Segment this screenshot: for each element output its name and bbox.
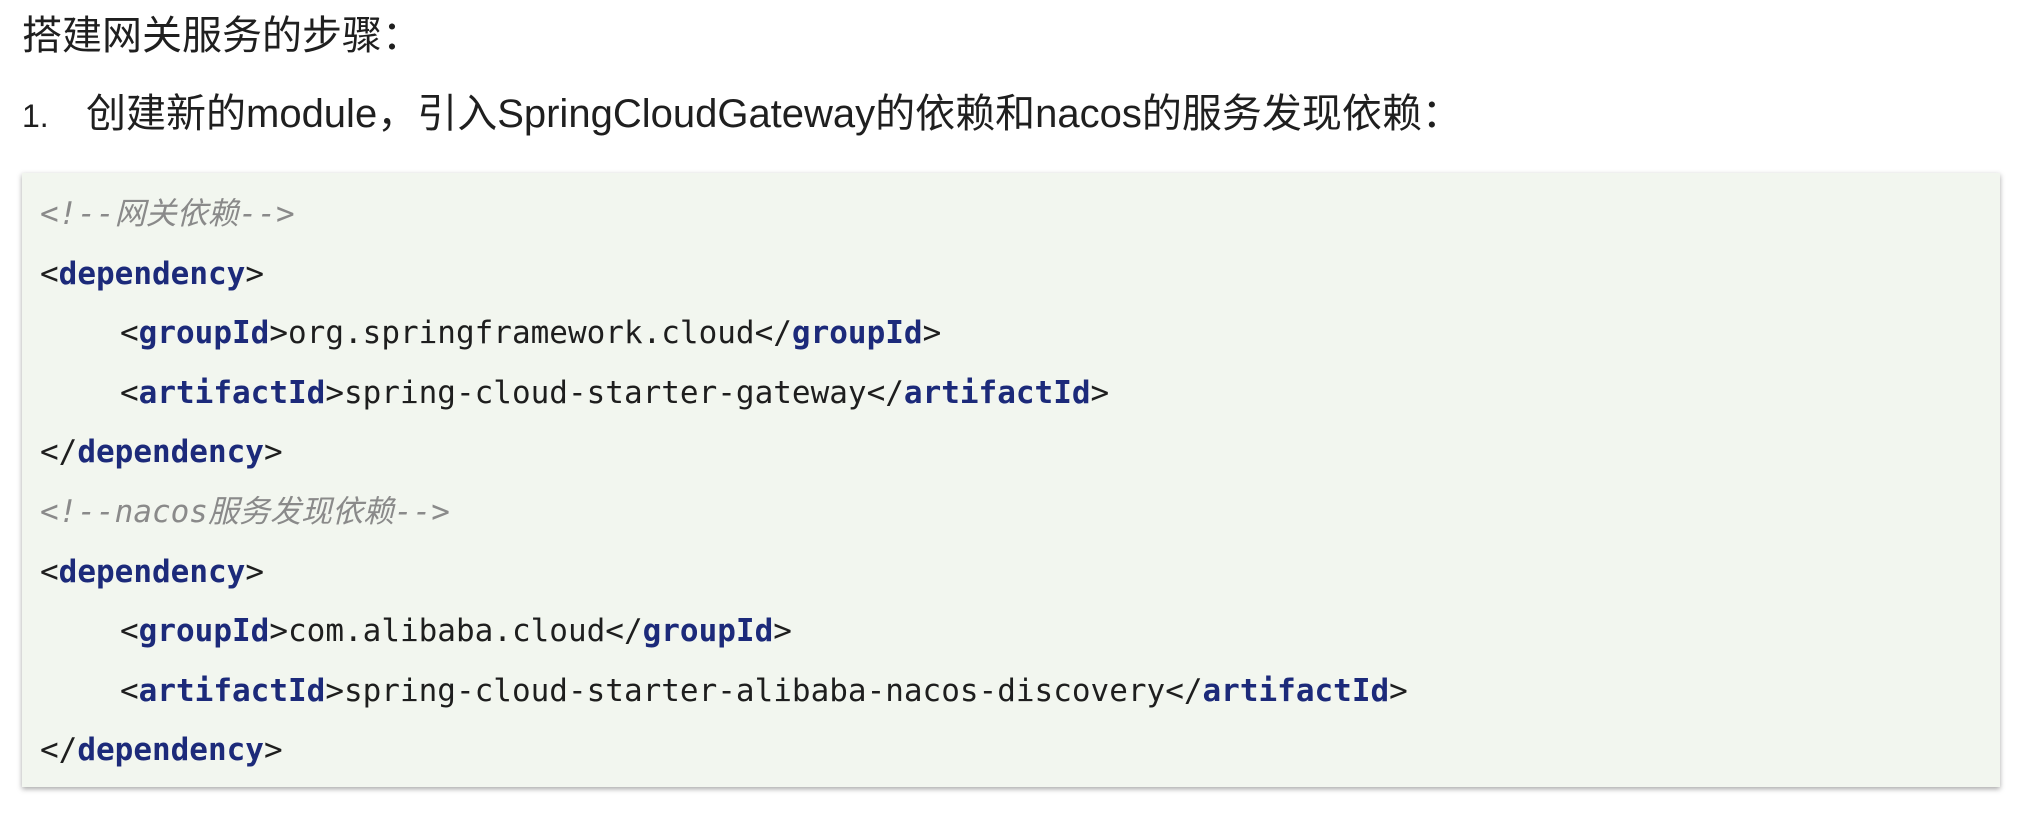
tag-value: org.springframework.cloud xyxy=(288,315,755,352)
code-line-groupid: <groupId>com.alibaba.cloud</groupId> xyxy=(40,602,2000,662)
tag-bracket: > xyxy=(245,255,264,292)
tag-bracket: > xyxy=(269,613,288,650)
step-number: 1. xyxy=(22,98,49,134)
tag-bracket: </ xyxy=(754,315,792,352)
tag-name: dependency xyxy=(77,434,264,471)
code-comment: <!--nacos服务发现依赖--> xyxy=(40,493,450,530)
tag-bracket: < xyxy=(40,255,59,292)
tag-bracket: </ xyxy=(605,613,643,650)
tag-bracket: </ xyxy=(40,732,78,769)
tag-bracket: > xyxy=(1090,374,1110,411)
tag-name: groupId xyxy=(642,613,774,650)
tag-name: artifactId xyxy=(903,374,1091,411)
tag-bracket: > xyxy=(325,672,344,709)
tag-value: spring-cloud-starter-alibaba-nacos-disco… xyxy=(343,672,1166,709)
code-line-comment-nacos: <!--nacos服务发现依赖--> xyxy=(40,483,2000,543)
code-line-comment-gateway: <!--网关依赖--> xyxy=(40,185,2000,245)
tag-bracket: < xyxy=(120,374,139,411)
tag-name: dependency xyxy=(58,553,246,590)
code-comment: <!--网关依赖--> xyxy=(40,196,295,232)
tag-bracket: < xyxy=(120,315,139,352)
code-line-artifactid: <artifactId>spring-cloud-starter-alibaba… xyxy=(40,662,2000,722)
tag-bracket: > xyxy=(922,315,942,352)
tag-name: artifactId xyxy=(1202,672,1390,709)
tag-bracket: < xyxy=(120,672,139,709)
tag-bracket: </ xyxy=(40,434,78,471)
code-line-groupid: <groupId>org.springframework.cloud</grou… xyxy=(40,304,2000,364)
code-line-dependency-close: </dependency> xyxy=(40,423,2000,483)
tag-bracket: > xyxy=(773,613,792,650)
tag-bracket: > xyxy=(245,553,264,590)
code-line-artifactid: <artifactId>spring-cloud-starter-gateway… xyxy=(40,364,2000,424)
tag-name: artifactId xyxy=(138,374,326,411)
code-line-dependency-close: </dependency> xyxy=(40,721,2000,781)
tag-bracket: < xyxy=(40,553,59,590)
code-line-dependency-open: <dependency> xyxy=(40,245,2000,305)
tag-bracket: </ xyxy=(866,374,904,411)
tag-bracket: > xyxy=(1389,672,1408,709)
tag-bracket: < xyxy=(120,613,139,650)
tag-name: groupId xyxy=(138,315,270,352)
tag-bracket: > xyxy=(263,434,283,471)
code-line-dependency-open: <dependency> xyxy=(40,543,2000,603)
tag-name: dependency xyxy=(77,732,264,769)
page-heading: 搭建网关服务的步骤： xyxy=(22,14,422,58)
code-block[interactable]: <!--网关依赖--> <dependency> <groupId>org.sp… xyxy=(22,173,2000,787)
step-text: 创建新的module，引入SpringCloudGateway的依赖和nacos… xyxy=(86,92,1462,136)
tag-bracket: </ xyxy=(1165,672,1203,709)
tag-name: artifactId xyxy=(138,672,326,709)
tag-bracket: > xyxy=(325,374,344,411)
tag-bracket: > xyxy=(269,315,288,352)
tag-bracket: > xyxy=(263,732,283,769)
tag-value: com.alibaba.cloud xyxy=(288,613,606,650)
tag-name: groupId xyxy=(138,613,270,650)
tag-value: spring-cloud-starter-gateway xyxy=(343,374,867,411)
step-1: 1. 创建新的module，引入SpringCloudGateway的依赖和nac… xyxy=(22,86,1462,144)
tag-name: groupId xyxy=(791,315,923,352)
tag-name: dependency xyxy=(58,255,246,292)
